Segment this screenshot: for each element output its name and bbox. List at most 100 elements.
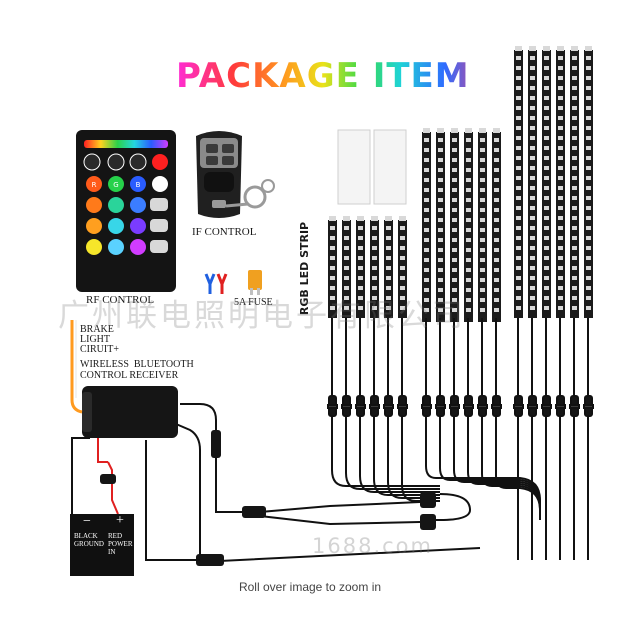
battery-plus-label: + [116,513,124,528]
led-chip [358,256,363,260]
led-strip-end-cap [423,128,430,133]
led-chip [586,76,591,80]
led-chip [424,288,429,292]
led-chip [586,236,591,240]
led-chip [480,168,485,172]
inline-connector [242,506,266,518]
led-chip [424,188,429,192]
led-chip [558,296,563,300]
led-chip [438,268,443,272]
led-chip [358,296,363,300]
led-chip [480,218,485,222]
rf-remote-color-button [130,197,146,213]
if-keyfob-lower [204,172,234,192]
led-chip [466,198,471,202]
waterproof-plug-ring [463,404,474,409]
led-chip [330,266,335,270]
led-strip-short [356,216,365,318]
led-chip [386,266,391,270]
led-strip-body [478,132,487,322]
led-chip [358,306,363,310]
led-chip [424,248,429,252]
led-chip [530,186,535,190]
if-keyfob-button [222,156,234,165]
led-chip [494,228,499,232]
led-chip [586,206,591,210]
led-chip [586,96,591,100]
led-chip [516,196,521,200]
rf-remote-mode-button [150,219,168,232]
led-chip [558,146,563,150]
led-chip [358,236,363,240]
bundle-wire [331,416,440,487]
wiring [145,318,594,566]
led-chip [516,126,521,130]
led-chip [330,306,335,310]
led-chip [586,166,591,170]
rf-remote-button-text: W [157,181,164,189]
led-chip [516,156,521,160]
bundle-wire [420,493,472,521]
led-strip-long [514,46,523,318]
led-chip [386,306,391,310]
led-chip [516,266,521,270]
led-chip [516,306,521,310]
led-chip [344,286,349,290]
led-strip-body [422,132,431,322]
rf-remote-button-text: B [136,181,141,189]
led-strip-body [514,50,523,318]
led-chip [516,286,521,290]
led-chip [386,286,391,290]
waterproof-plug-ring [421,404,432,409]
led-chip [438,138,443,142]
led-chip [544,96,549,100]
led-chip [530,276,535,280]
led-chip [466,228,471,232]
led-chip [400,256,405,260]
receiver-side-panel [82,392,92,432]
led-chip [558,106,563,110]
rf-remote-color-button [130,176,146,192]
rf-remote-color-button [108,239,124,255]
led-chip [330,276,335,280]
led-strip-short [328,216,337,318]
waterproof-plug-ring [449,404,460,409]
led-chip [516,236,521,240]
led-chip [586,56,591,60]
keyring-small-icon [261,179,275,193]
led-strip-long [570,46,579,318]
led-chip [480,288,485,292]
led-chip [530,196,535,200]
led-chip [516,186,521,190]
led-chip [586,226,591,230]
fuse-label: 5A FUSE [234,297,273,308]
zoom-caption: Roll over image to zoom in [238,580,382,594]
led-chip [572,276,577,280]
led-chip [530,176,535,180]
rf-remote-button-text: R [92,181,97,189]
brake-light-wire [70,320,83,414]
led-chip [438,238,443,242]
led-chip [466,178,471,182]
battery-black-label: BLACK GROUND [74,532,104,548]
led-chip [572,86,577,90]
led-chip [494,268,499,272]
led-chip [544,186,549,190]
led-chip [386,236,391,240]
led-chip [544,166,549,170]
led-chip [530,146,535,150]
led-chip [424,138,429,142]
led-chip [572,196,577,200]
led-chip [424,258,429,262]
led-chip [530,216,535,220]
led-chip [386,276,391,280]
led-chip [530,156,535,160]
led-strip-end-cap [385,216,392,221]
led-chip [494,198,499,202]
led-chip [452,218,457,222]
keyring-link [225,202,249,208]
led-chip [558,196,563,200]
led-chip [466,248,471,252]
bundle-wire [467,416,541,520]
led-chip [544,246,549,250]
